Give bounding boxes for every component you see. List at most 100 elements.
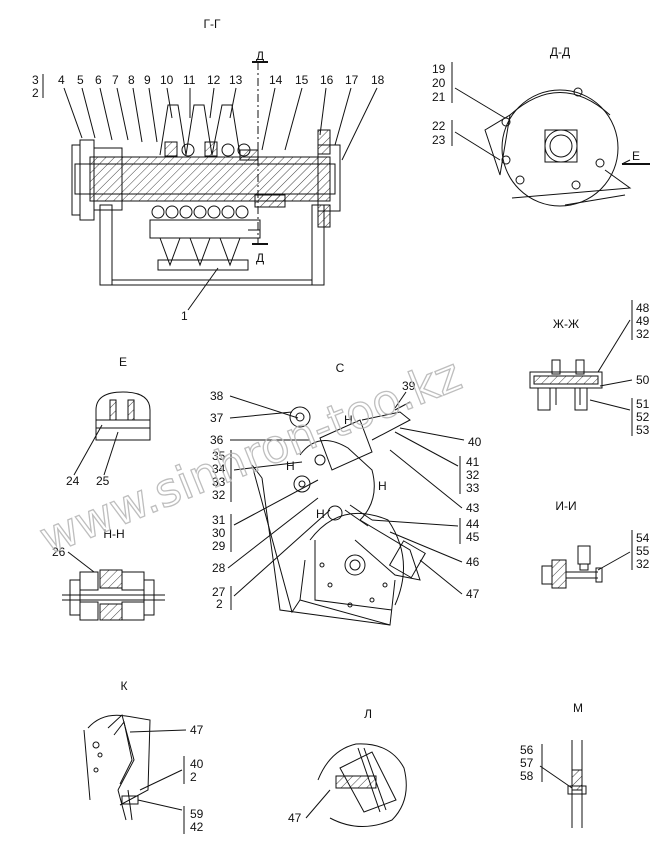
- callout-37: 37: [210, 411, 224, 425]
- callout-41: 41: [466, 455, 480, 469]
- g-g-leaders: [63, 87, 378, 161]
- callout-55: 55: [636, 544, 650, 558]
- callout-17: 17: [345, 73, 359, 87]
- callout-54: 54: [636, 531, 650, 545]
- callout-16: 16: [320, 73, 334, 87]
- callout-50: 50: [636, 373, 650, 387]
- callout-47-l: 47: [288, 811, 302, 825]
- section-g-g: Г-Г 3 2 4 5 6 7 8 9 10 11 12 13 14 15 16…: [32, 17, 385, 323]
- callout-35: 35: [212, 449, 226, 463]
- cut-mark-d-top: Д: [256, 49, 264, 63]
- callout-58: 58: [520, 769, 534, 783]
- section-e-title: Е: [119, 355, 127, 369]
- callout-42: 42: [190, 820, 204, 834]
- callout-43: 43: [466, 501, 480, 515]
- callout-46: 46: [466, 555, 480, 569]
- cut-mark-d-bottom: Д: [256, 251, 264, 265]
- callout-53: 53: [636, 423, 650, 437]
- callout-38: 38: [210, 389, 224, 403]
- section-m-title: М: [573, 701, 583, 715]
- callout-32-zh: 32: [636, 327, 650, 341]
- callout-9: 9: [144, 73, 151, 87]
- callout-10: 10: [160, 73, 174, 87]
- callout-23: 23: [432, 133, 446, 147]
- callout-25: 25: [96, 474, 110, 488]
- callout-26: 26: [52, 545, 66, 559]
- callout-33-c: 33: [466, 481, 480, 495]
- callout-32: 32: [212, 488, 226, 502]
- bracket-clamp-drawing: [529, 359, 603, 411]
- callout-2: 2: [32, 86, 39, 100]
- callout-30: 30: [212, 526, 226, 540]
- section-i-i: И-И 54 55 32: [541, 499, 650, 589]
- pin-joint-drawing: [62, 569, 165, 621]
- section-k-title: К: [121, 679, 128, 693]
- section-l-title: Л: [364, 707, 372, 721]
- shaft-assembly-drawing: [71, 104, 341, 286]
- callout-32-i: 32: [636, 557, 650, 571]
- section-g-g-title: Г-Г: [204, 17, 221, 31]
- section-h-h-title: Н-Н: [103, 527, 124, 541]
- callout-18: 18: [371, 73, 385, 87]
- callout-27: 27: [212, 585, 226, 599]
- callout-22: 22: [432, 119, 446, 133]
- hopper-detail-drawing: [317, 743, 407, 828]
- callout-28: 28: [212, 561, 226, 575]
- section-c: С 38 37 36 35 34 33 32 31 30 29 28 27 2 …: [210, 361, 482, 626]
- callout-20: 20: [432, 76, 446, 90]
- callout-48: 48: [636, 301, 650, 315]
- section-d-d-title: Д-Д: [550, 45, 570, 59]
- callout-36: 36: [210, 433, 224, 447]
- section-i-i-title: И-И: [555, 499, 576, 513]
- bolt-joint-drawing: [541, 545, 603, 589]
- callout-8: 8: [128, 73, 135, 87]
- callout-12: 12: [207, 73, 221, 87]
- callout-5: 5: [77, 73, 84, 87]
- h-mark-3: Н: [378, 479, 387, 493]
- watermark-text: www.sinhron-too.kz: [32, 347, 469, 565]
- callout-40: 40: [468, 435, 482, 449]
- callout-45: 45: [466, 530, 480, 544]
- arrow-label-e: Е: [632, 149, 640, 163]
- callout-44: 44: [466, 517, 480, 531]
- callout-11: 11: [183, 73, 196, 87]
- h-mark-4: Н: [316, 507, 325, 521]
- strip-fastener-drawing: [567, 740, 587, 828]
- callout-47-c: 47: [466, 587, 480, 601]
- callout-29: 29: [212, 539, 226, 553]
- lever-mechanism-drawing: [251, 401, 426, 626]
- callout-15: 15: [295, 73, 309, 87]
- callout-34: 34: [212, 462, 226, 476]
- callout-24: 24: [66, 474, 80, 488]
- section-d-d: Д-Д 19 20 21 22 23 Е: [432, 45, 650, 207]
- callout-4: 4: [58, 73, 65, 87]
- callout-59: 59: [190, 807, 204, 821]
- section-l: Л 47: [288, 707, 407, 828]
- callout-2-k: 2: [190, 770, 197, 784]
- callout-19: 19: [432, 62, 446, 76]
- callout-6: 6: [95, 73, 102, 87]
- h-mark-1: Н: [344, 413, 353, 427]
- section-k: К 47 40 2 59 42: [83, 679, 204, 834]
- callout-56: 56: [520, 743, 534, 757]
- callout-57: 57: [520, 756, 534, 770]
- callout-21: 21: [432, 90, 446, 104]
- callout-1: 1: [181, 309, 188, 323]
- callout-33: 33: [212, 475, 226, 489]
- c-left-leaders: [227, 395, 331, 597]
- callout-31: 31: [212, 513, 226, 527]
- callout-2-c: 2: [216, 597, 223, 611]
- section-c-title: С: [336, 361, 345, 375]
- callout-47-k: 47: [190, 723, 204, 737]
- end-cover-drawing: [484, 87, 632, 207]
- cylinder-rod-drawing: [83, 714, 151, 821]
- callout-32-c: 32: [466, 468, 480, 482]
- section-zh-zh-title: Ж-Ж: [553, 317, 579, 331]
- section-zh-zh: Ж-Ж 48 49 32 50 51 52 53: [529, 300, 650, 437]
- callout-39: 39: [402, 379, 416, 393]
- callout-13: 13: [229, 73, 243, 87]
- section-h-h: Н-Н 26: [52, 527, 165, 621]
- callout-51: 51: [636, 397, 650, 411]
- callout-7: 7: [112, 73, 119, 87]
